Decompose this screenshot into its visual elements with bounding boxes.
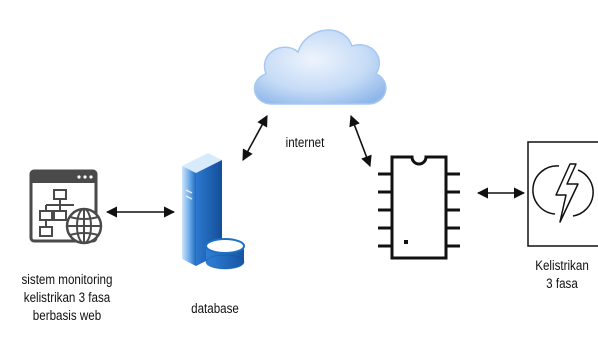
cloud-icon	[253, 29, 387, 105]
database-label: database	[191, 301, 239, 316]
ic-chip-icon	[378, 155, 460, 260]
edge-database-internet	[242, 115, 268, 161]
internet-label: internet	[285, 135, 325, 150]
electricity-label-line-2: 3 fasa	[546, 276, 578, 291]
web-sitemap-icon	[29, 169, 103, 245]
electricity-bolt-icon	[527, 141, 598, 247]
web-app-label-line-3: berbasis web	[32, 308, 102, 323]
web-app-label-line-2: kelistrikan 3 fasa	[23, 290, 111, 305]
edge-internet-chip	[349, 114, 372, 168]
web-app-label-line-1: sistem monitoring	[21, 272, 113, 287]
database-server-icon	[182, 153, 245, 270]
electricity-label-line-1: Kelistrikan	[535, 258, 589, 273]
